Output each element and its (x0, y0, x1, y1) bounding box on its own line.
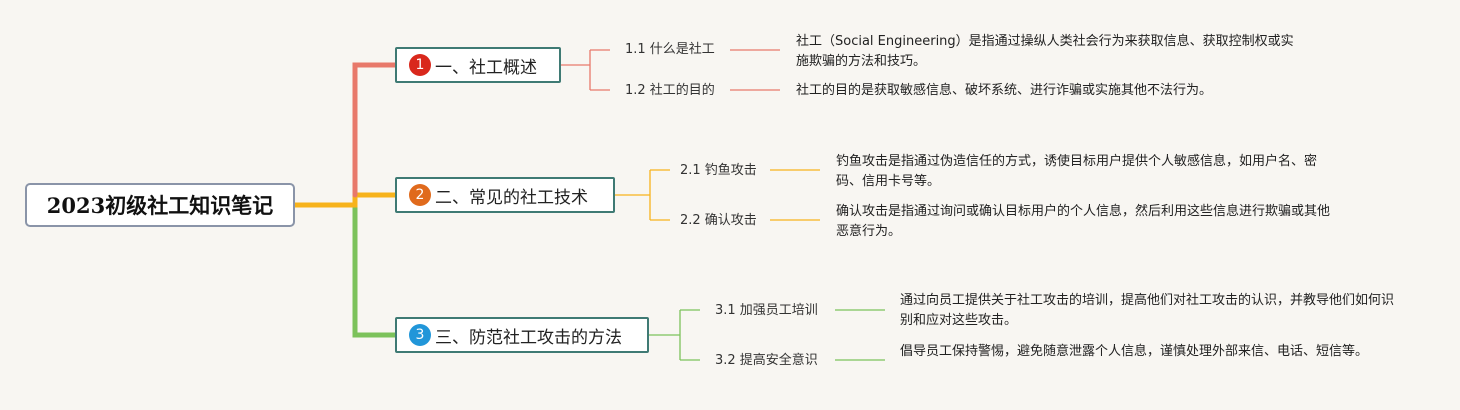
connector-root-branch2 (292, 192, 398, 208)
desc-3-2[interactable]: 倡导员工保持警惕，避免随意泄露个人信息，谨慎处理外部来信、电话、短信等。 (900, 344, 1369, 359)
connector-root-branch1 (352, 62, 398, 198)
connector-branch2-desc (770, 169, 820, 221)
branch-title: 三、防范社工攻击的方法 (435, 327, 622, 348)
subtopic-2-1[interactable]: 2.1 钓鱼攻击 (680, 163, 757, 178)
desc-2-1[interactable]: 钓鱼攻击是指通过伪造信任的方式，诱使目标用户提供个人敏感信息，如用户名、密码、信… (836, 154, 1318, 189)
connector-root-branch3 (292, 202, 398, 338)
branch-topic-overview[interactable]: 1 一、社工概述 (395, 47, 561, 83)
subtopic-2-2[interactable]: 2.2 确认攻击 (680, 213, 757, 228)
subtopic-3-1[interactable]: 3.1 加强员工培训 (715, 303, 818, 318)
connector-branch2-items (614, 169, 670, 221)
branch-topic-defense[interactable]: 3 三、防范社工攻击的方法 (395, 317, 649, 353)
desc-3-1[interactable]: 通过向员工提供关于社工攻击的培训，提高他们对社工攻击的认识，并教导他们如何识别和… (900, 293, 1395, 328)
number-badge-3: 3 (409, 324, 431, 346)
connector-branch1-desc (730, 49, 780, 91)
subtopic-1-1[interactable]: 1.1 什么是社工 (625, 42, 715, 57)
number-badge-2: 2 (409, 184, 431, 206)
subtopic-3-2[interactable]: 3.2 提高安全意识 (715, 353, 818, 368)
branch-title: 一、社工概述 (435, 57, 537, 78)
connector-branch3-desc (835, 309, 885, 361)
desc-2-2[interactable]: 确认攻击是指通过询问或确认目标用户的个人信息，然后利用这些信息进行欺骗或其他恶意… (836, 204, 1331, 239)
connector-branch3-items (648, 309, 700, 361)
root-topic[interactable]: 2023初级社工知识笔记 (25, 183, 295, 227)
desc-1-2[interactable]: 社工的目的是获取敏感信息、破坏系统、进行诈骗或实施其他不法行为。 (796, 83, 1213, 98)
subtopic-1-2[interactable]: 1.2 社工的目的 (625, 83, 715, 98)
branch-title: 二、常见的社工技术 (435, 187, 588, 208)
number-badge-1: 1 (409, 54, 431, 76)
branch-topic-techniques[interactable]: 2 二、常见的社工技术 (395, 177, 615, 213)
connector-branch1-items (560, 49, 610, 91)
desc-1-1[interactable]: 社工（Social Engineering）是指通过操纵人类社会行为来获取信息、… (796, 34, 1294, 69)
